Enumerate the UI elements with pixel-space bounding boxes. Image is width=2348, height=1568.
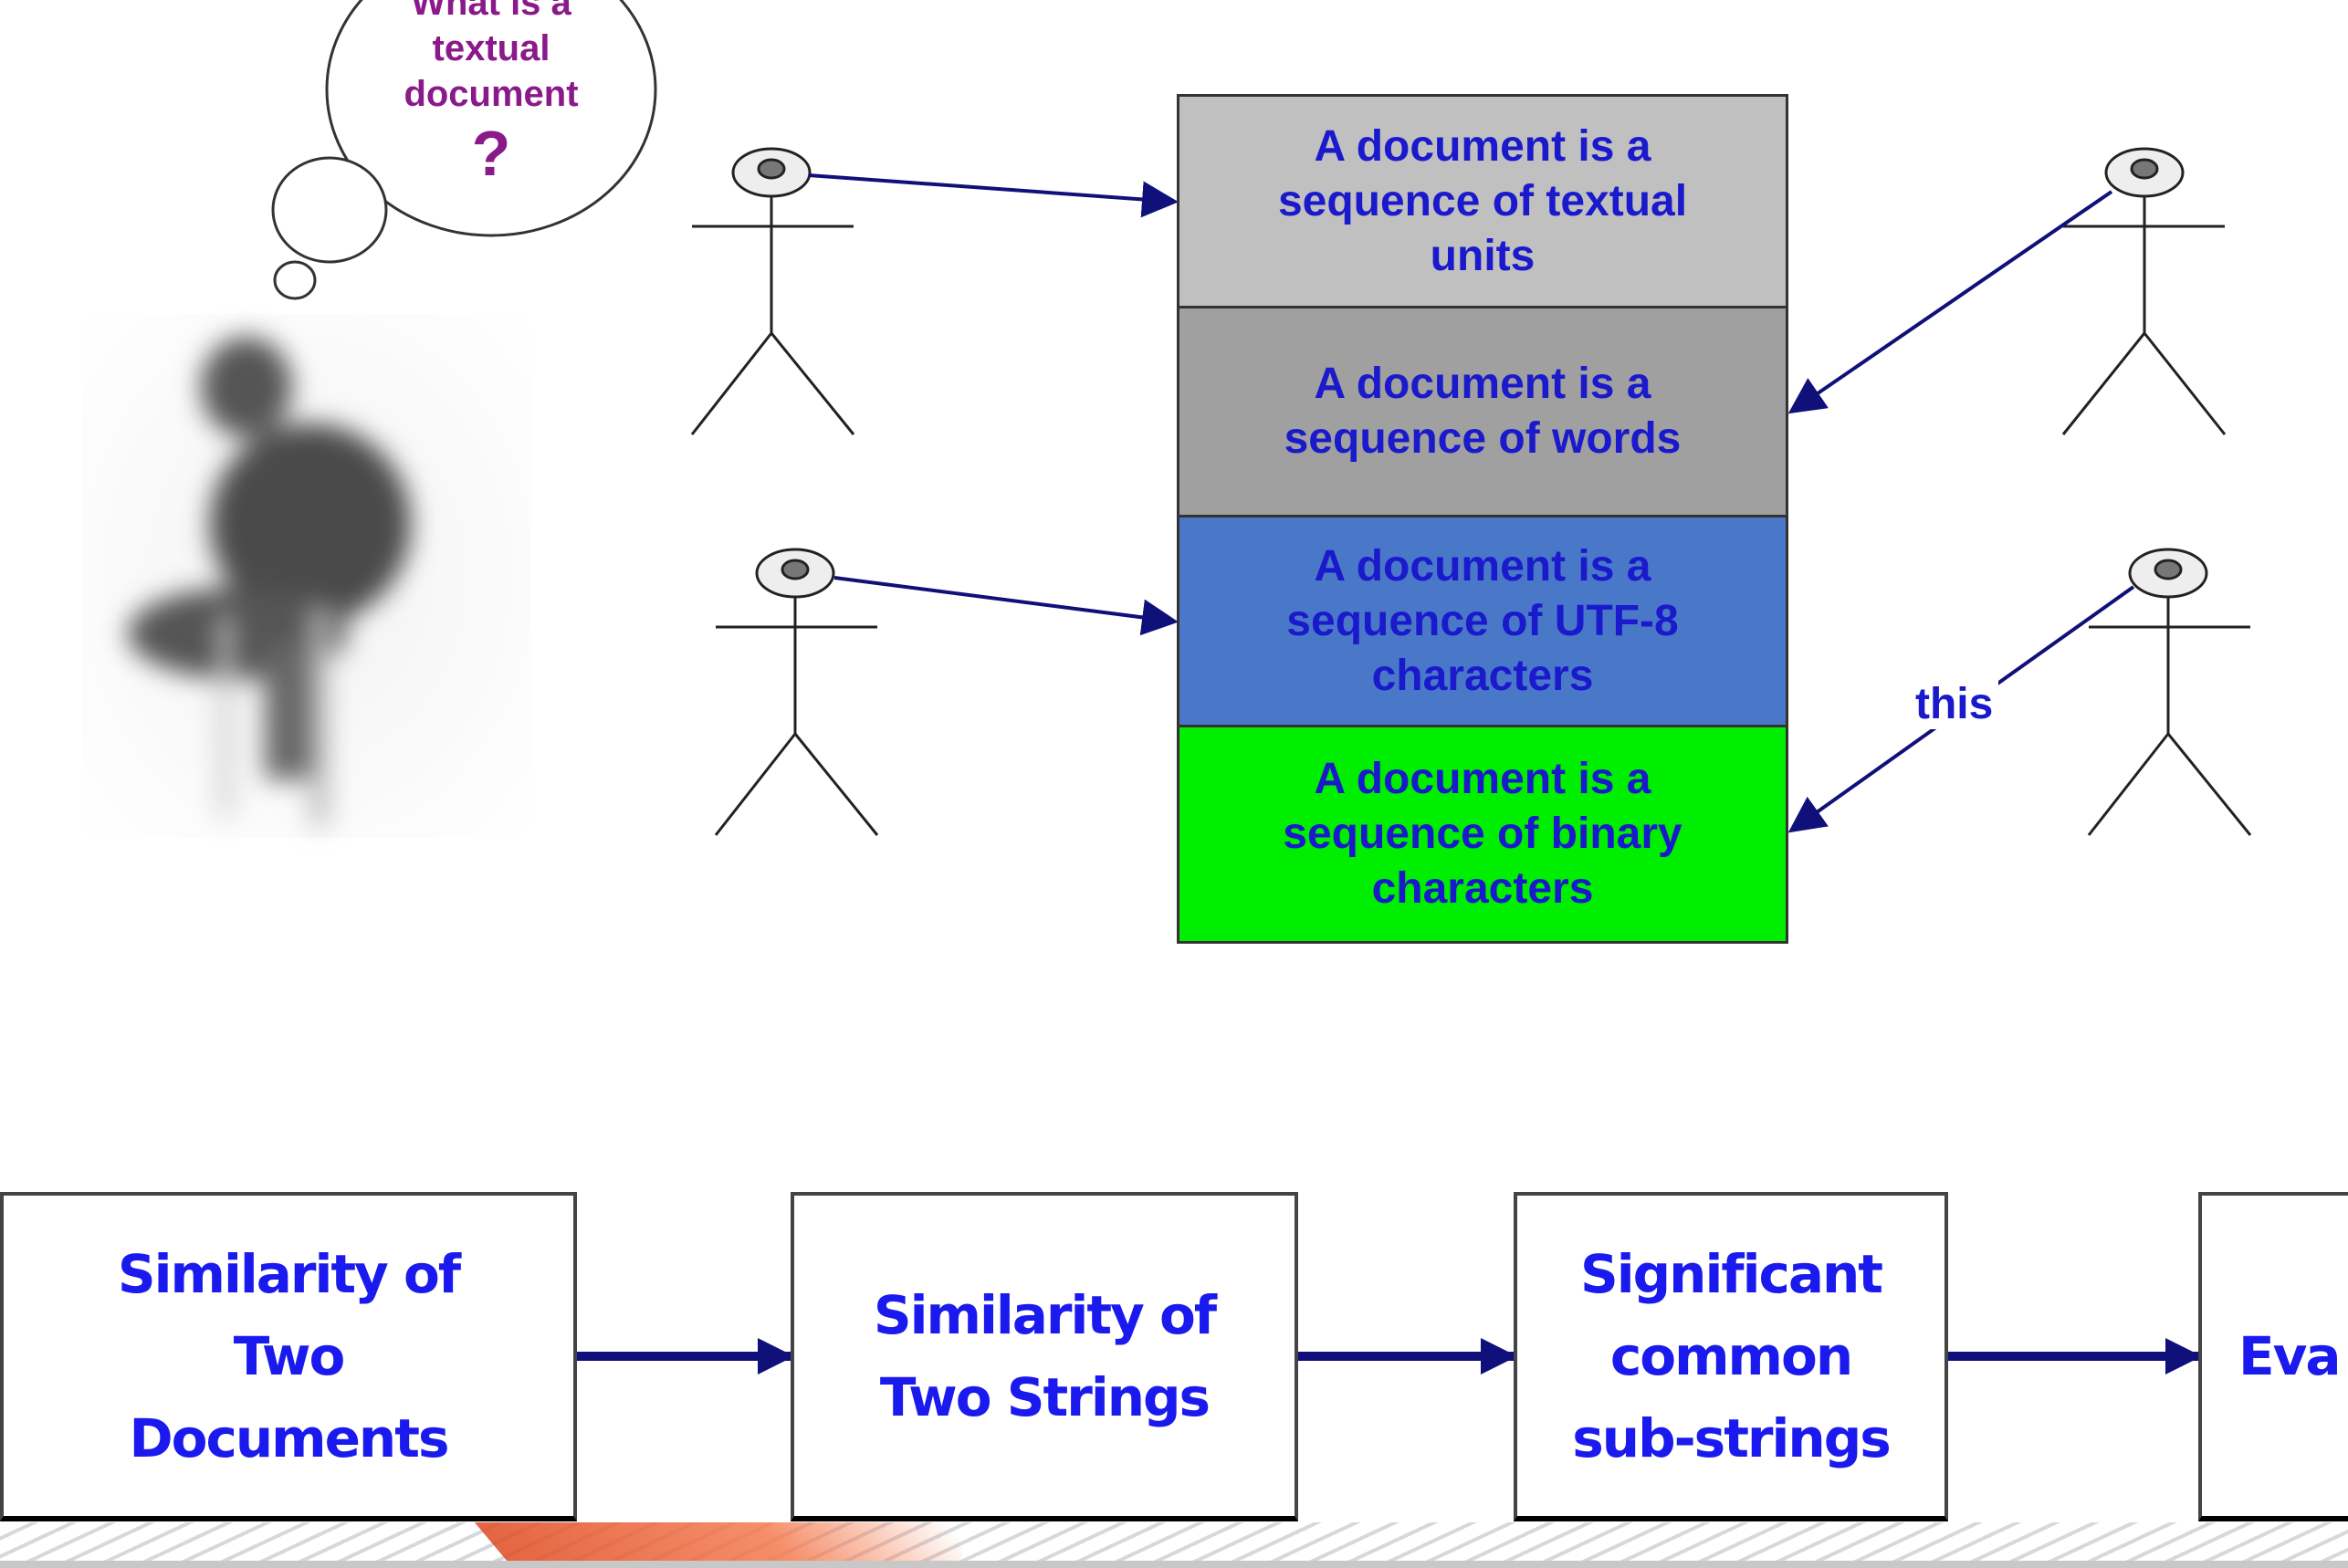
stick-figure xyxy=(2061,147,2227,435)
flow-box-evaluation: Eva xyxy=(2198,1192,2348,1521)
stack-box-label: A document is a sequence of UTF-8 charac… xyxy=(1286,541,1679,700)
flow-box-label: Eva xyxy=(2238,1324,2342,1387)
bubble-line: document xyxy=(404,74,579,114)
stack-box-label: A document is a sequence of textual unit… xyxy=(1277,121,1688,280)
stick-figure xyxy=(2087,548,2252,836)
stack-box-utf8: A document is a sequence of UTF-8 charac… xyxy=(1177,515,1788,727)
stick-figure xyxy=(690,147,855,435)
thinker-image xyxy=(82,314,531,838)
flow-box-strings: Similarity of Two Strings xyxy=(791,1192,1298,1521)
question-mark: ? xyxy=(471,118,511,189)
flow-box-label: Similarity of Two Strings xyxy=(873,1283,1217,1428)
thought-bubble-text: What is a textual document ? xyxy=(345,0,637,190)
flow-box-substrings: Significant common sub-strings xyxy=(1514,1192,1948,1521)
flow-box-label: Similarity of Two Documents xyxy=(117,1242,461,1469)
stack-box-textual-units: A document is a sequence of textual unit… xyxy=(1177,94,1788,308)
arrow-label-this: this xyxy=(1910,679,1999,729)
stack-box-binary: A document is a sequence of binary chara… xyxy=(1177,725,1788,944)
thought-bubble xyxy=(271,0,657,300)
flow-box-label: Significant common sub-strings xyxy=(1572,1242,1891,1469)
flow-box-documents: Similarity of Two Documents xyxy=(0,1192,577,1521)
stack-box-label: A document is a sequence of words xyxy=(1284,360,1682,463)
footer-line xyxy=(0,1561,2348,1568)
stack-box-words: A document is a sequence of words xyxy=(1177,306,1788,517)
stack-box-label: A document is a sequence of binary chara… xyxy=(1283,755,1682,913)
stick-figure xyxy=(714,548,879,836)
bubble-line: What is a xyxy=(411,0,571,23)
footer-stripes xyxy=(0,1522,2348,1568)
bubble-line: textual xyxy=(432,28,550,68)
footer-swoosh xyxy=(474,1522,987,1566)
